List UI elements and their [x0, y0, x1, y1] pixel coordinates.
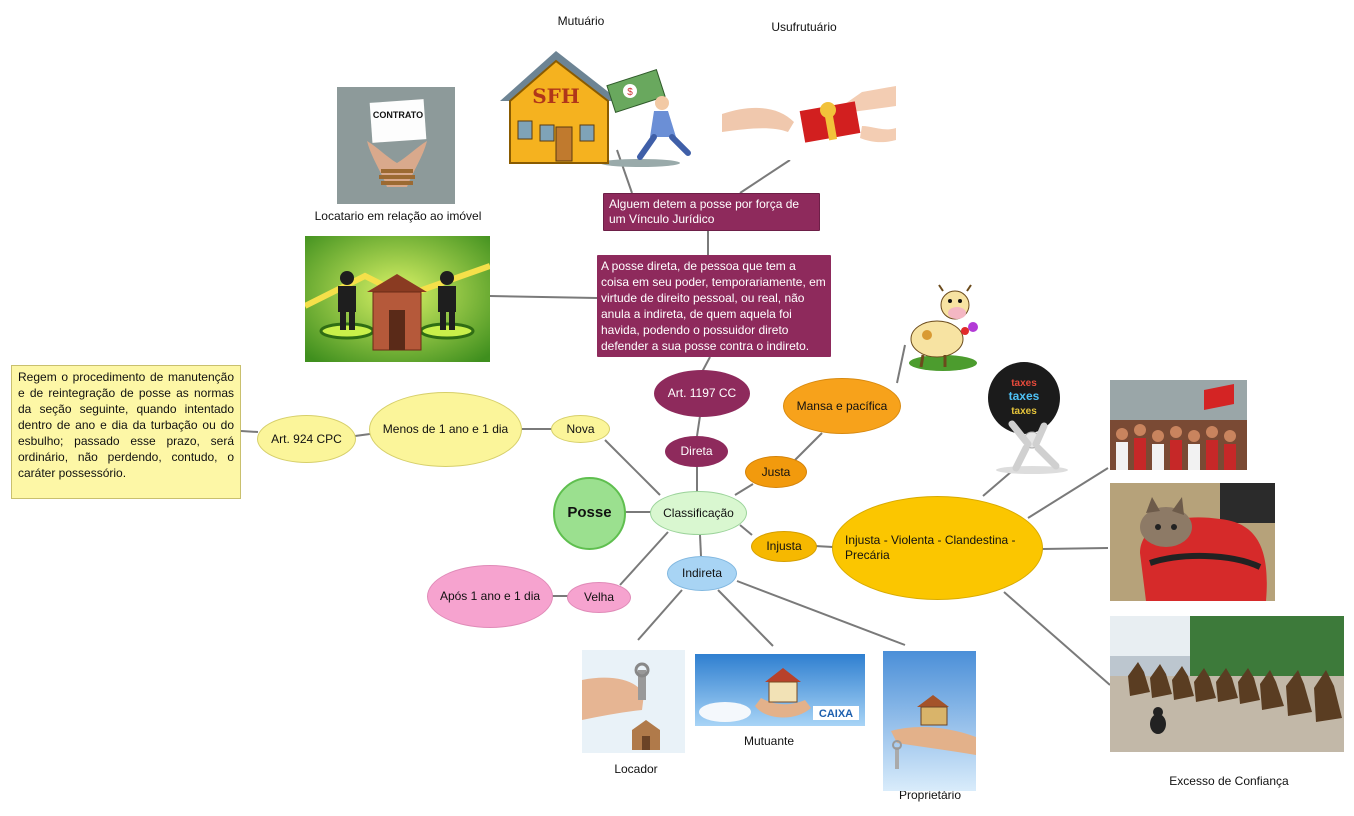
injusta-violenta-node[interactable]: Injusta - Violenta - Clandestina - Precá… [832, 496, 1043, 600]
svg-text:taxes: taxes [1011, 378, 1037, 389]
direta-node[interactable]: Direta [665, 436, 728, 467]
menos-de-1-ano-node[interactable]: Menos de 1 ano e 1 dia [369, 392, 522, 467]
caption-mutuante: Mutuante [743, 734, 795, 748]
link-classificacao-injusta [739, 524, 753, 536]
svg-text:taxes: taxes [1011, 406, 1037, 417]
taxes-globe-image: taxes taxes taxes [986, 360, 1086, 475]
link-tipos-dogs [1003, 591, 1111, 686]
vinculo-juridico-textbox[interactable]: Alguem detem a posse por força de um Vín… [603, 193, 820, 231]
caixa-sign-text: CAIXA [819, 708, 853, 720]
posse-direta-textbox[interactable]: A posse direta, de pessoa que tem a cois… [597, 255, 831, 357]
caption-locador: Locador [614, 762, 658, 776]
mansa-e-pacifica-node[interactable]: Mansa e pacífica [783, 378, 901, 434]
justa-node[interactable]: Justa [745, 456, 807, 488]
caption-excesso-de-confianca: Excesso de Confiança [1169, 774, 1289, 788]
art1197-node[interactable]: Art. 1197 CC [654, 370, 750, 417]
link-textbox-locatario-image [489, 295, 598, 299]
link-classificacao-nova [604, 439, 661, 496]
link-indireta-locador [637, 589, 683, 641]
link-vinculo-mutuario [616, 149, 633, 194]
link-art1197-textbox [701, 356, 711, 373]
nova-node[interactable]: Nova [551, 415, 610, 443]
caption-usufrutuario: Usufrutuário [771, 20, 837, 34]
art924-textbox[interactable]: Regem o procedimento de manutenção e de … [11, 365, 241, 499]
caption-mutuario: Mutuário [557, 14, 605, 28]
caption-proprietario: Proprietário [898, 788, 962, 802]
usufrutuario-gift-image [722, 66, 896, 160]
link-art924-textbox [240, 430, 259, 433]
classificacao-node[interactable]: Classificação [650, 491, 747, 535]
cow-image [903, 283, 986, 373]
apos-1-ano-node[interactable]: Após 1 ano e 1 dia [427, 565, 553, 628]
svg-text:$: $ [627, 87, 633, 98]
svg-text:taxes: taxes [1009, 389, 1040, 403]
link-classificacao-velha [619, 531, 669, 586]
link-classificacao-justa [734, 483, 754, 496]
link-tipos-protest [1027, 467, 1109, 519]
sfh-sign-text: SFH [532, 84, 580, 108]
injusta-node[interactable]: Injusta [751, 531, 817, 562]
locatario-image [305, 236, 490, 362]
link-mansa-cow [896, 344, 906, 384]
mutuante-caixa-image: CAIXA [695, 654, 865, 726]
locador-key-image [582, 650, 685, 753]
link-indireta-mutuante [717, 589, 774, 647]
link-indireta-proprietario [736, 580, 906, 646]
velha-node[interactable]: Velha [567, 582, 631, 613]
caption-locatario: Locatario em relação ao imóvel [314, 209, 482, 223]
link-direta-art1197 [696, 415, 701, 437]
art924-node[interactable]: Art. 924 CPC [257, 415, 356, 463]
link-classificacao-indireta [699, 534, 702, 557]
indireta-node[interactable]: Indireta [667, 556, 737, 591]
contrato-sign-text: CONTRATO [373, 110, 423, 120]
sfh-house-image: SFH $ [490, 45, 700, 170]
proprietario-house-image [883, 651, 976, 791]
link-justa-mansa [794, 432, 823, 461]
link-tipos-cat [1041, 547, 1109, 550]
link-injusta-tipos [814, 545, 834, 548]
contrato-image: CONTRATO [337, 87, 455, 204]
dogs-image [1110, 616, 1344, 752]
cat-in-bag-image [1110, 483, 1275, 601]
protest-crowd-image [1110, 380, 1247, 470]
posse-node[interactable]: Posse [553, 477, 626, 550]
link-menos-art924 [354, 433, 371, 437]
link-vinculo-usufrutuario [739, 159, 791, 194]
